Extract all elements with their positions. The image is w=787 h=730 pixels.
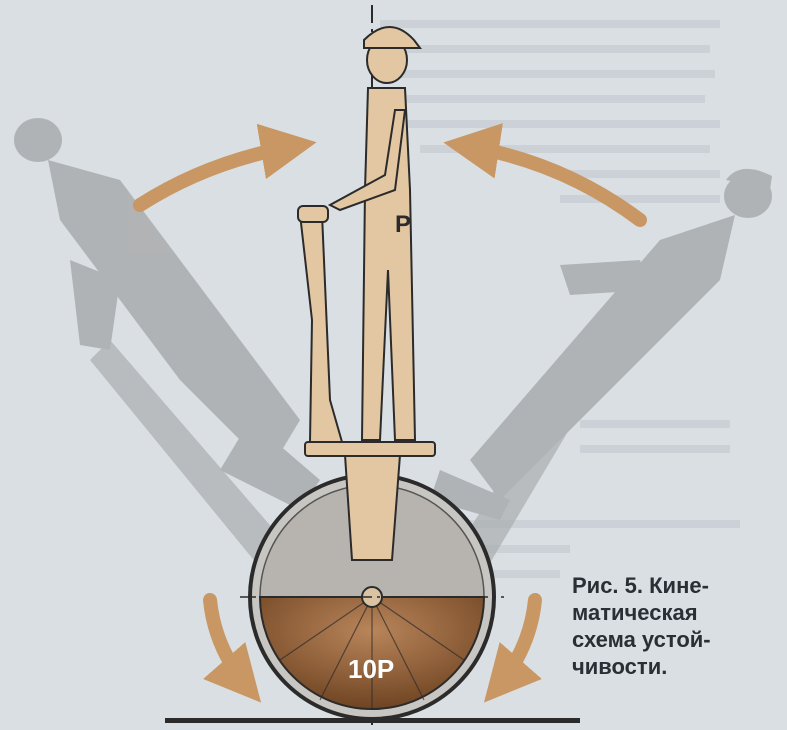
wheel-load-label: 10P [348, 654, 394, 684]
body-load-label: P [395, 211, 411, 238]
figure-caption: Рис. 5. Кине- матическая схема устой- чи… [572, 572, 772, 680]
ground-line [165, 718, 580, 723]
right-tilted-rider-silhouette [430, 169, 772, 580]
